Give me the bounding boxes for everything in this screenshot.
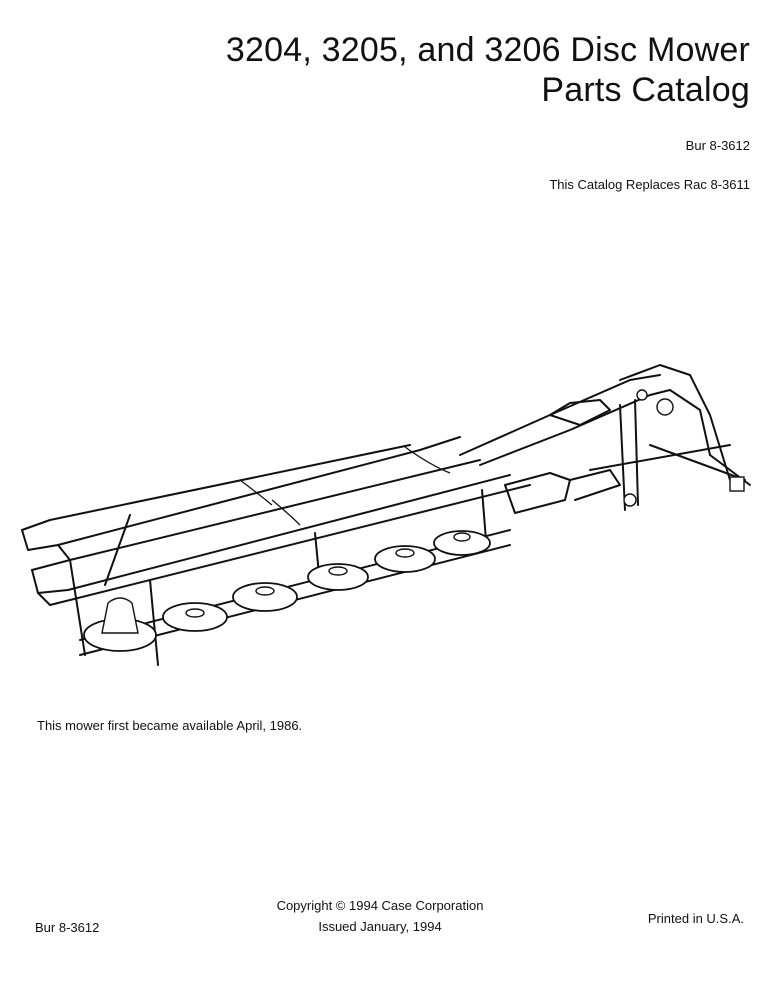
replaces-note: This Catalog Replaces Rac 8-3611 bbox=[549, 177, 750, 192]
document-number-header: Bur 8-3612 bbox=[685, 138, 750, 153]
catalog-title: 3204, 3205, and 3206 Disc Mower Parts Ca… bbox=[110, 30, 750, 110]
guard-rail bbox=[37, 484, 531, 606]
disc-mower-illustration-icon bbox=[10, 355, 762, 695]
copyright-block: Copyright © 1994 Case Corporation Issued… bbox=[230, 895, 530, 937]
availability-note: This mower first became available April,… bbox=[37, 718, 303, 733]
document-number-footer: Bur 8-3612 bbox=[35, 920, 100, 935]
issued-line: Issued January, 1994 bbox=[318, 919, 442, 934]
guard-rail bbox=[21, 436, 461, 551]
hitch-frame bbox=[619, 364, 731, 481]
guard-rail bbox=[31, 559, 71, 571]
printed-in-note: Printed in U.S.A. bbox=[647, 911, 744, 926]
copyright-line: Copyright © 1994 Case Corporation bbox=[276, 898, 484, 913]
guard-rail bbox=[31, 474, 511, 594]
catalog-title-line-1: 3204, 3205, and 3206 Disc Mower bbox=[225, 31, 750, 69]
guard-rail bbox=[21, 444, 411, 531]
drive-arm bbox=[459, 374, 661, 456]
catalog-title-line-2: Parts Catalog bbox=[541, 71, 750, 109]
